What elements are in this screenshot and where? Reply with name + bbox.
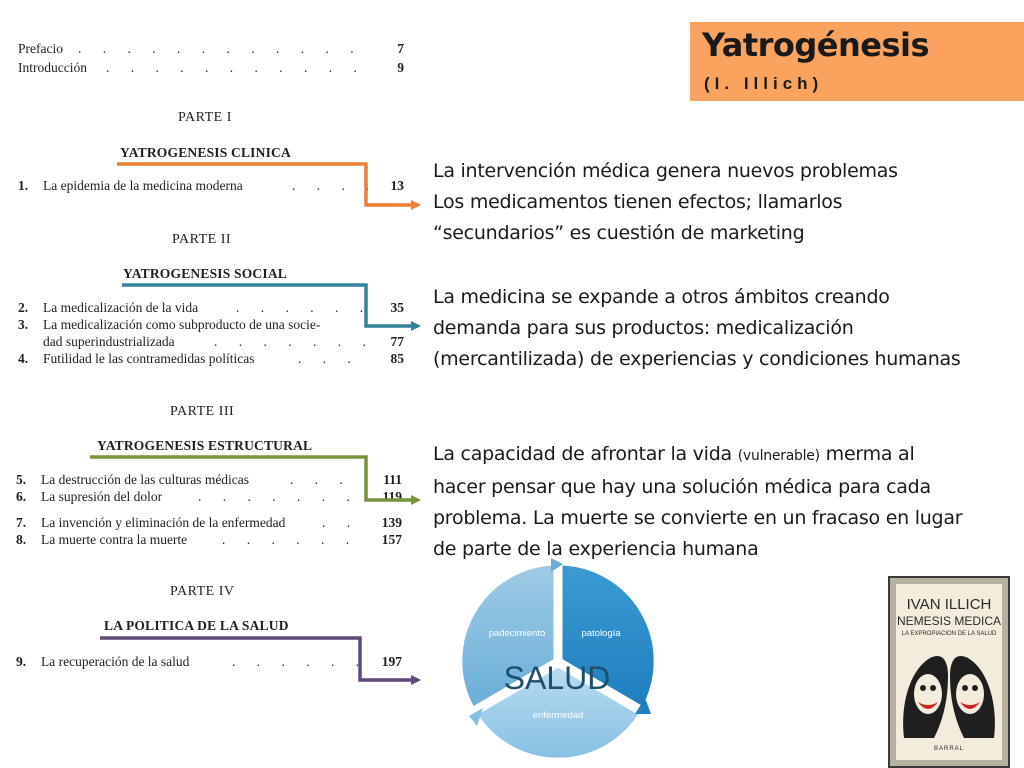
paragraph-line: demanda para sus productos: medicalizaci… [433, 317, 854, 339]
toc-entry-label: La epidemia de la medicina moderna [43, 178, 243, 193]
toc-entry-label: La medicalización como subproducto de un… [43, 317, 321, 332]
book-cover-face: IVAN ILLICH NEMESIS MEDICA LA EXPROPIACI… [896, 584, 1002, 760]
paragraph-line: Los medicamentos tienen efectos; llamarl… [433, 191, 843, 213]
toc-part-3: PARTE III [170, 404, 235, 419]
toc-entry-label: La invención y eliminación de la enferme… [41, 515, 286, 530]
paragraph-clinica: La intervención médica genera nuevos pro… [433, 156, 898, 249]
toc-num: 9. [16, 654, 27, 669]
toc-heading-1: YATROGENESIS CLINICA [120, 145, 291, 160]
cycle-arrowhead [469, 708, 483, 726]
book-cover: IVAN ILLICH NEMESIS MEDICA LA EXPROPIACI… [888, 576, 1010, 768]
toc-page-prefacio: 7 [397, 41, 404, 56]
paragraph-text: merma al [819, 443, 915, 465]
toc-entry-page: 111 [383, 472, 402, 487]
cycle-label-padecimiento: padecimiento [489, 628, 546, 639]
toc-leader: . . . . [322, 515, 366, 530]
toc-num: 8. [16, 532, 27, 547]
toc-leader: . . . . . . . . [292, 178, 368, 193]
cycle-label-enfermedad: enfermedad [533, 710, 584, 721]
toc-leader: . . . . . . . [298, 351, 368, 366]
toc-leader: . . . . . . . . . . . [236, 300, 368, 315]
paragraph-note: (vulnerable) [737, 448, 820, 464]
book-subtitle: LA EXPROPIACION DE LA SALUD [901, 631, 997, 637]
toc-entry-page: 13 [390, 178, 405, 193]
toc-entry-page: 157 [381, 532, 402, 547]
toc-leader: . . . . . . . . . . . . . . . [198, 489, 366, 504]
arrow-part-4 [100, 636, 421, 685]
toc-heading-2: YATROGENESIS SOCIAL [123, 266, 287, 281]
paragraph-line: La intervención médica genera nuevos pro… [433, 160, 898, 182]
toc-label-prefacio: Prefacio [18, 41, 63, 56]
title-box: Yatrogénesis (I. Illich) [690, 22, 1024, 101]
toc-num: 4. [18, 351, 29, 366]
toc-leader: . . . . . . . . . . . . . . . . . . . . … [106, 60, 368, 75]
paragraph-line: “secundarios” es cuestión de marketing [433, 222, 805, 244]
toc-entry-label: La medicalización de la vida [43, 300, 199, 315]
paragraph-line: problema. La muerte se convierte en un f… [433, 507, 963, 529]
toc-entry-page: 197 [381, 654, 402, 669]
cycle-segment-enfermedad [473, 664, 643, 761]
arrow-part-1 [117, 162, 421, 210]
toc-entry-label: dad superindustrializada [43, 334, 175, 349]
toc-leader: . . . . . . . . . . . [232, 654, 366, 669]
salud-cycle-diagram: padecimiento patología enfermedad SALUD [459, 558, 657, 761]
toc-num: 1. [18, 178, 29, 193]
toc-leader: . . . . . . . . . . . . . [214, 334, 368, 349]
cycle-center-label: SALUD [504, 660, 611, 696]
cycle-label-patologia: patología [581, 628, 621, 639]
book-publisher: BARRAL [933, 746, 964, 752]
toc-entry-label: La recuperación de la salud [41, 654, 190, 669]
toc-part-1: PARTE I [178, 110, 232, 125]
toc-entry-label: Futilidad le las contramedidas políticas [43, 351, 255, 366]
cycle-arrowhead [635, 698, 651, 714]
toc-entry-page: 139 [381, 515, 402, 530]
paragraph-estructural: La capacidad de afrontar la vida (vulner… [433, 439, 963, 565]
cycle-segment-patologia [559, 562, 657, 711]
toc-heading-3: YATROGENESIS ESTRUCTURAL [97, 438, 313, 453]
toc-page-introduccion: 9 [397, 60, 404, 75]
toc-num: 5. [16, 472, 27, 487]
paragraph-line: La capacidad de afrontar la vida (vulner… [433, 439, 962, 472]
toc-entry-label: La muerte contra la muerte [41, 532, 188, 547]
paragraph-line: (mercantilizada) de experiencias y condi… [433, 348, 961, 370]
book-cover-faces-illustration [903, 656, 995, 738]
paragraph-text: La capacidad de afrontar la vida [433, 443, 738, 465]
toc-leader: . . . . . . . . . . . . . . . . . . . . … [78, 41, 368, 56]
toc-leader: . . . . . . . . [290, 472, 366, 487]
arrow-part-3 [90, 455, 421, 505]
toc-label-introduccion: Introducción [18, 60, 87, 75]
toc-entry-page: 77 [390, 334, 405, 349]
cycle-arrowhead [551, 558, 563, 572]
slide-title: Yatrogénesis [702, 26, 930, 64]
toc-entry-label: La destrucción de las culturas médicas [41, 472, 250, 487]
paragraph-line: hacer pensar que hay una solución médica… [433, 476, 931, 498]
toc-num: 7. [16, 515, 27, 530]
cycle-segment-padecimiento [459, 562, 557, 711]
paragraph-social: La medicina se expande a otros ámbitos c… [433, 282, 961, 375]
toc-heading-4: LA POLITICA DE LA SALUD [104, 618, 289, 633]
toc-part-2: PARTE II [172, 232, 232, 247]
toc-leader: . . . . . . . . . . . . . [222, 532, 366, 547]
toc-part-4: PARTE IV [170, 584, 235, 599]
slide-author: (I. Illich) [704, 74, 824, 93]
book-author: IVAN ILLICH [906, 596, 992, 613]
toc-num: 2. [18, 300, 29, 315]
toc-num: 6. [16, 489, 27, 504]
toc-entry-page: 35 [390, 300, 405, 315]
paragraph-line: La medicina se expande a otros ámbitos c… [433, 286, 890, 308]
toc-num: 3. [18, 317, 29, 332]
toc-entry-page: 85 [390, 351, 405, 366]
paragraph-line: de parte de la experiencia humana [433, 538, 759, 560]
toc-entry-label: La supresión del dolor [41, 489, 163, 504]
book-title: NEMESIS MEDICA [896, 614, 1001, 628]
arrow-part-2 [122, 283, 421, 331]
